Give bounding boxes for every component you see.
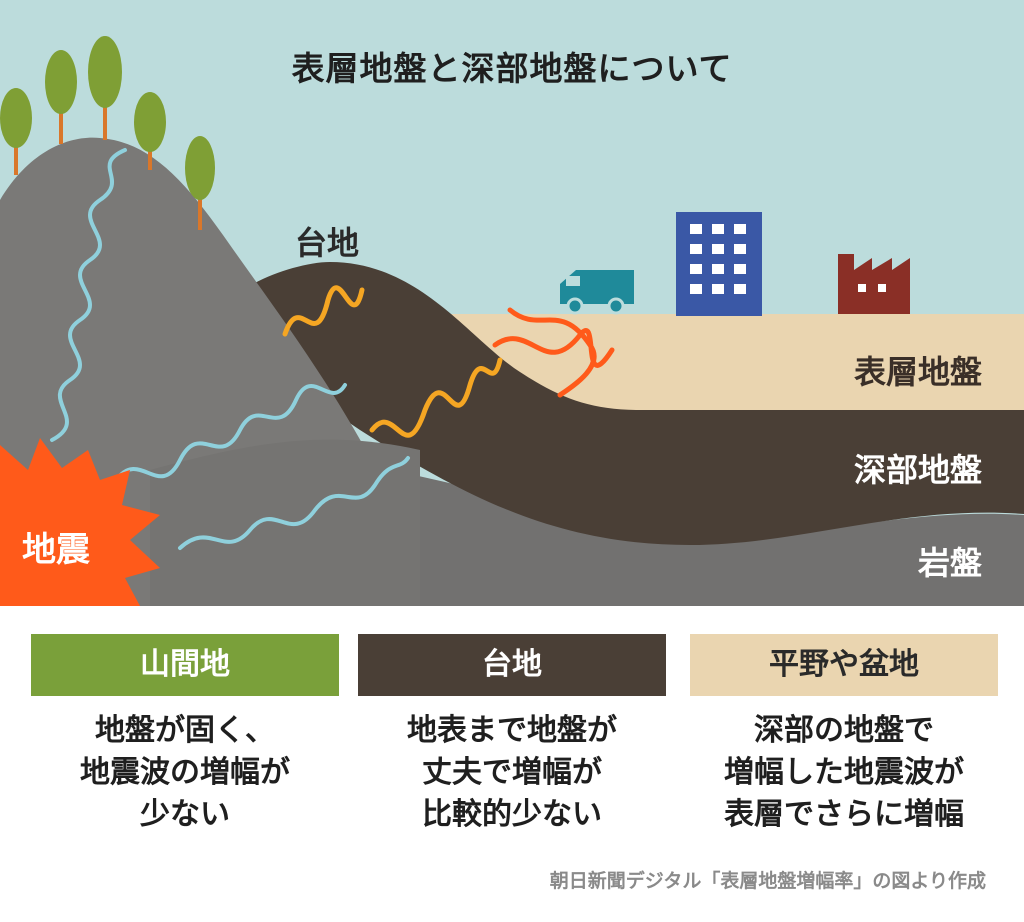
wave-blue-1 (50, 148, 127, 442)
card-line: 地盤が固く、 (95, 713, 275, 748)
bedrock-label: 岩盤 (917, 544, 982, 582)
surface-ground-label: 表層地盤 (853, 353, 982, 391)
diagram-title: 表層地盤と深部地盤について (291, 49, 733, 88)
wave-yellow-2 (369, 357, 503, 438)
tree-icon (45, 50, 77, 144)
tree-icon (185, 136, 215, 230)
terrain-cards: 山間地 地盤が固く、 地震波の増幅が 少ない 台地 地表まで地盤が 丈夫で増幅が… (0, 606, 1024, 922)
card-plateau: 台地 地表まで地盤が 丈夫で増幅が 比較的少ない (358, 634, 666, 836)
card-heading: 山間地 (31, 634, 339, 696)
card-line: 少ない (140, 797, 230, 832)
wave-orange-1 (492, 307, 615, 398)
card-line: 増幅した地震波が (724, 755, 964, 790)
card-line: 表層でさらに増幅 (724, 797, 964, 832)
card-line: 地表まで地盤が (407, 713, 617, 748)
wave-yellow-1 (282, 285, 365, 337)
earthquake-burst (0, 438, 160, 606)
card-plain-basin: 平野や盆地 深部の地盤で 増幅した地震波が 表層でさらに増幅 (690, 634, 998, 836)
deep-ground-layer (230, 262, 1024, 545)
trees (0, 36, 215, 230)
cross-section-diagram (0, 0, 1024, 606)
card-description: 地盤が固く、 地震波の増幅が 少ない (31, 710, 339, 836)
card-description: 深部の地盤で 増幅した地震波が 表層でさらに増幅 (690, 710, 998, 836)
seismic-waves-blue (50, 148, 410, 550)
card-heading: 台地 (358, 634, 666, 696)
card-heading: 平野や盆地 (690, 634, 998, 696)
truck-icon (560, 270, 634, 315)
seismic-waves-yellow (282, 285, 503, 438)
tree-icon (0, 88, 32, 175)
card-mountain: 山間地 地盤が固く、 地震波の増幅が 少ない (31, 634, 339, 836)
tree-icon (88, 36, 122, 140)
card-line: 丈夫で増幅が (422, 755, 602, 790)
source-credit: 朝日新聞デジタル「表層地盤増幅率」の図より作成 (549, 870, 986, 892)
ground-illustration: 表層地盤と深部地盤について 台地 地震 表層地盤 深部地盤 岩盤 (0, 0, 1024, 606)
wave-blue-2 (116, 383, 347, 480)
tree-icon (134, 92, 166, 170)
seismic-waves-orange (492, 307, 615, 398)
card-line: 地震波の増幅が (80, 755, 290, 790)
card-description: 地表まで地盤が 丈夫で増幅が 比較的少ない (358, 710, 666, 836)
deep-ground-label: 深部地盤 (853, 451, 982, 489)
building-icon (676, 212, 762, 316)
wave-blue-3 (178, 456, 410, 550)
factory-icon (838, 254, 910, 314)
card-line: 深部の地盤で (754, 713, 934, 748)
plateau-label: 台地 (295, 224, 360, 262)
card-line: 比較的少ない (422, 797, 602, 832)
earthquake-label: 地震 (22, 530, 90, 570)
